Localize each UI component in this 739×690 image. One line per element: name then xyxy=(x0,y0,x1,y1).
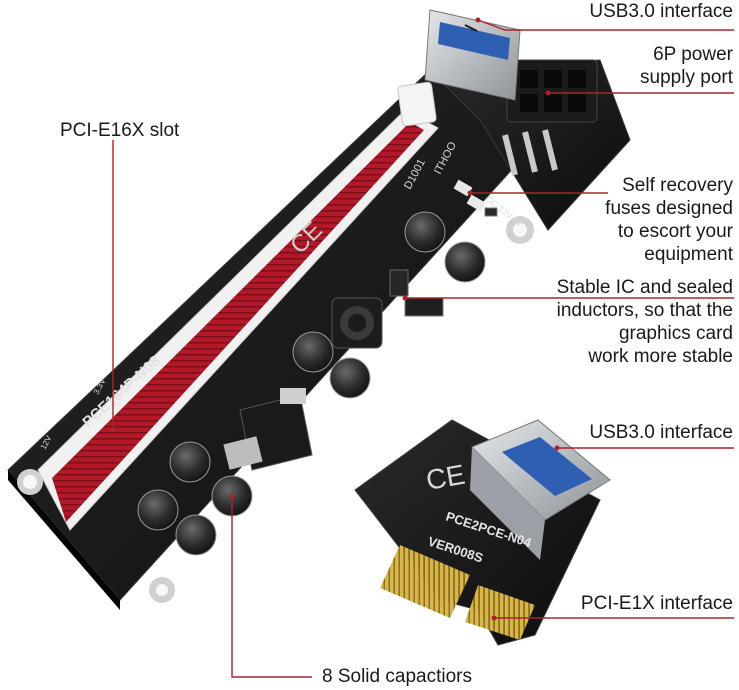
label-fuses-line3: to escort your xyxy=(617,221,733,242)
ic-and-inductor xyxy=(331,269,444,349)
capacitor xyxy=(137,489,179,531)
capacitor xyxy=(444,241,486,283)
capacitor xyxy=(329,357,371,399)
capacitor xyxy=(169,441,211,483)
leader-lines xyxy=(112,19,734,678)
usb3-port-top xyxy=(424,9,521,101)
label-fuses: Self recovery fuses designed to escort y… xyxy=(605,174,733,266)
capacitor xyxy=(175,514,217,556)
label-ic-line2: inductors, so that the xyxy=(556,300,733,321)
label-ic: Stable IC and sealed inductors, so that … xyxy=(557,276,733,368)
label-fuses-line4: equipment xyxy=(644,244,733,265)
label-pcie16x: PCI-E16X slot xyxy=(60,120,180,141)
capacitor xyxy=(404,211,446,253)
leader-capacitors xyxy=(231,496,312,678)
riser-board: DC 12V IN ITHOO D1001 CE PCE164P-N08 3.3… xyxy=(7,9,631,610)
voltage-regulator xyxy=(223,388,313,471)
label-pcie1x: PCI-E1X interface xyxy=(580,593,733,614)
label-usb3-top: USB3.0 interface xyxy=(589,1,733,22)
solid-capacitors xyxy=(137,211,486,556)
label-fuses-line1: Self recovery xyxy=(622,175,733,196)
pcie1x-adapter-card: CE PCE2PCE-N04 VER008S xyxy=(354,419,611,646)
label-capacitors: 8 Solid capactiors xyxy=(322,666,472,687)
label-usb3-bottom: USB3.0 interface xyxy=(589,422,733,443)
label-power-port: 6P power supply port xyxy=(640,43,733,89)
label-power-port-line2: supply port xyxy=(640,67,733,88)
label-ic-line1: Stable IC and sealed xyxy=(556,277,733,298)
leader-dots xyxy=(110,17,560,621)
usb3-port-bottom xyxy=(470,419,611,560)
label-power-port-line1: 6P power xyxy=(653,44,733,65)
label-ic-line4: work more stable xyxy=(588,346,733,367)
label-fuses-line2: fuses designed xyxy=(605,198,733,219)
pcie1x-gold-fingers xyxy=(380,545,470,618)
power-connector-6p: DC 12V IN xyxy=(484,59,598,228)
label-ic-line3: graphics card xyxy=(618,323,733,344)
leader-usb3-top xyxy=(477,19,734,31)
capacitor xyxy=(292,331,334,373)
ce-mark-adapter: CE xyxy=(424,459,468,496)
pcie16x-slot xyxy=(37,81,439,531)
